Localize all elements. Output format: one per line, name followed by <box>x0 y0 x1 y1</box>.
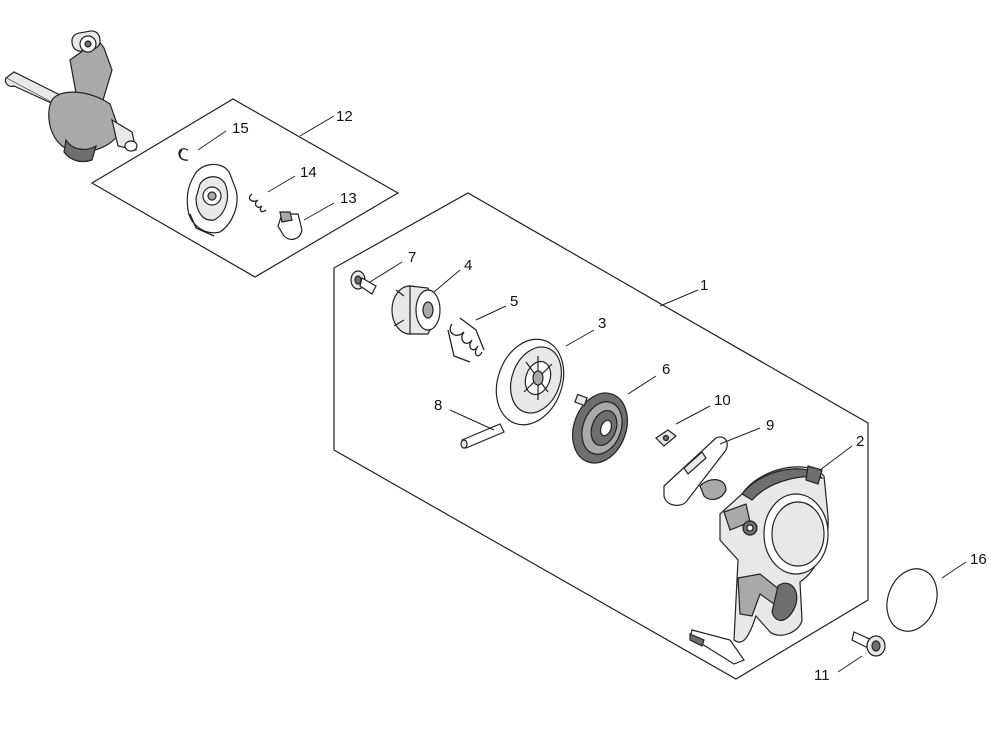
callout-1: 1 <box>700 277 708 294</box>
part-2-starter-case <box>689 465 829 665</box>
part-13-pawl <box>277 211 303 240</box>
kit-12-frame <box>90 98 400 278</box>
kit-1-frame <box>333 192 869 680</box>
part-7-screw <box>350 270 377 295</box>
callout-11: 11 <box>814 667 830 684</box>
part-3-rope-reel <box>495 338 565 426</box>
callout-5: 5 <box>510 293 518 310</box>
part-10-rope-clip <box>655 429 677 447</box>
callout-14: 14 <box>300 164 317 181</box>
callout-3: 3 <box>598 315 606 332</box>
part-14-pawl-spring <box>248 193 267 213</box>
callout-15: 15 <box>232 120 249 137</box>
callout-12: 12 <box>336 108 353 125</box>
callout-7: 7 <box>408 249 416 266</box>
callout-9: 9 <box>766 417 774 434</box>
part-6-spiral-spring <box>572 392 628 464</box>
crankshaft-assembly <box>4 30 138 163</box>
part-15-circlip <box>178 148 189 161</box>
part-16-cover-disc <box>886 568 938 632</box>
leader-lines <box>197 115 967 673</box>
part-8-pin <box>460 423 505 449</box>
callout-8: 8 <box>434 397 442 414</box>
callout-4: 4 <box>464 257 472 274</box>
part-9-starter-handle <box>663 436 728 506</box>
part-12-pawl-plate <box>186 163 238 237</box>
callout-10: 10 <box>714 392 731 409</box>
part-4-hub <box>391 285 441 335</box>
callout-6: 6 <box>662 361 670 378</box>
part-11-bolt <box>851 631 886 657</box>
part-5-coil-spring <box>447 317 485 363</box>
callout-labels: 1 2 3 4 5 6 7 8 9 10 11 12 13 14 15 16 <box>232 108 987 684</box>
callout-16: 16 <box>970 551 987 568</box>
callout-13: 13 <box>340 190 357 207</box>
callout-2: 2 <box>856 433 864 450</box>
